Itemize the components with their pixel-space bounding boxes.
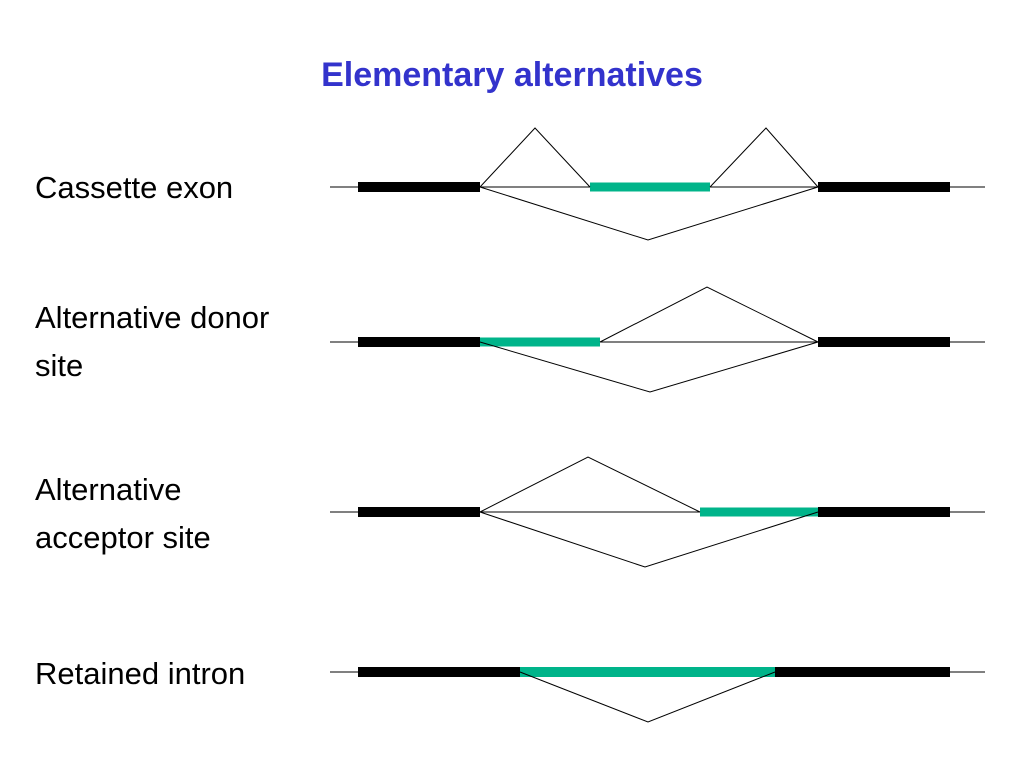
splice-arc-top-long-exon [479,456,701,513]
row-label-retained-intron: Retained intron [35,656,246,691]
splice-arc-top-left [479,127,591,188]
diagram-cassette-exon [330,127,985,241]
diagram-alternative-donor-site [330,286,985,393]
diagram-alternative-acceptor-site [330,456,985,568]
diagram-retained-intron [330,667,985,723]
splice-arc-bottom-short-exon [479,511,819,568]
splice-arc-bottom-skip [479,186,819,241]
row-label-alternative-acceptor-site: Alternative acceptor site [35,472,211,556]
splice-arc-top-right [709,127,819,188]
page-title: Elementary alternatives [321,56,703,94]
row-label-cassette-exon: Cassette exon [35,170,234,205]
splice-arc-bottom-intron [519,671,776,723]
splice-arc-bottom-short-exon [479,341,819,393]
row-label-alternative-donor-site: Alternative donor site [35,300,270,384]
splice-arc-top-long-exon [599,286,819,343]
